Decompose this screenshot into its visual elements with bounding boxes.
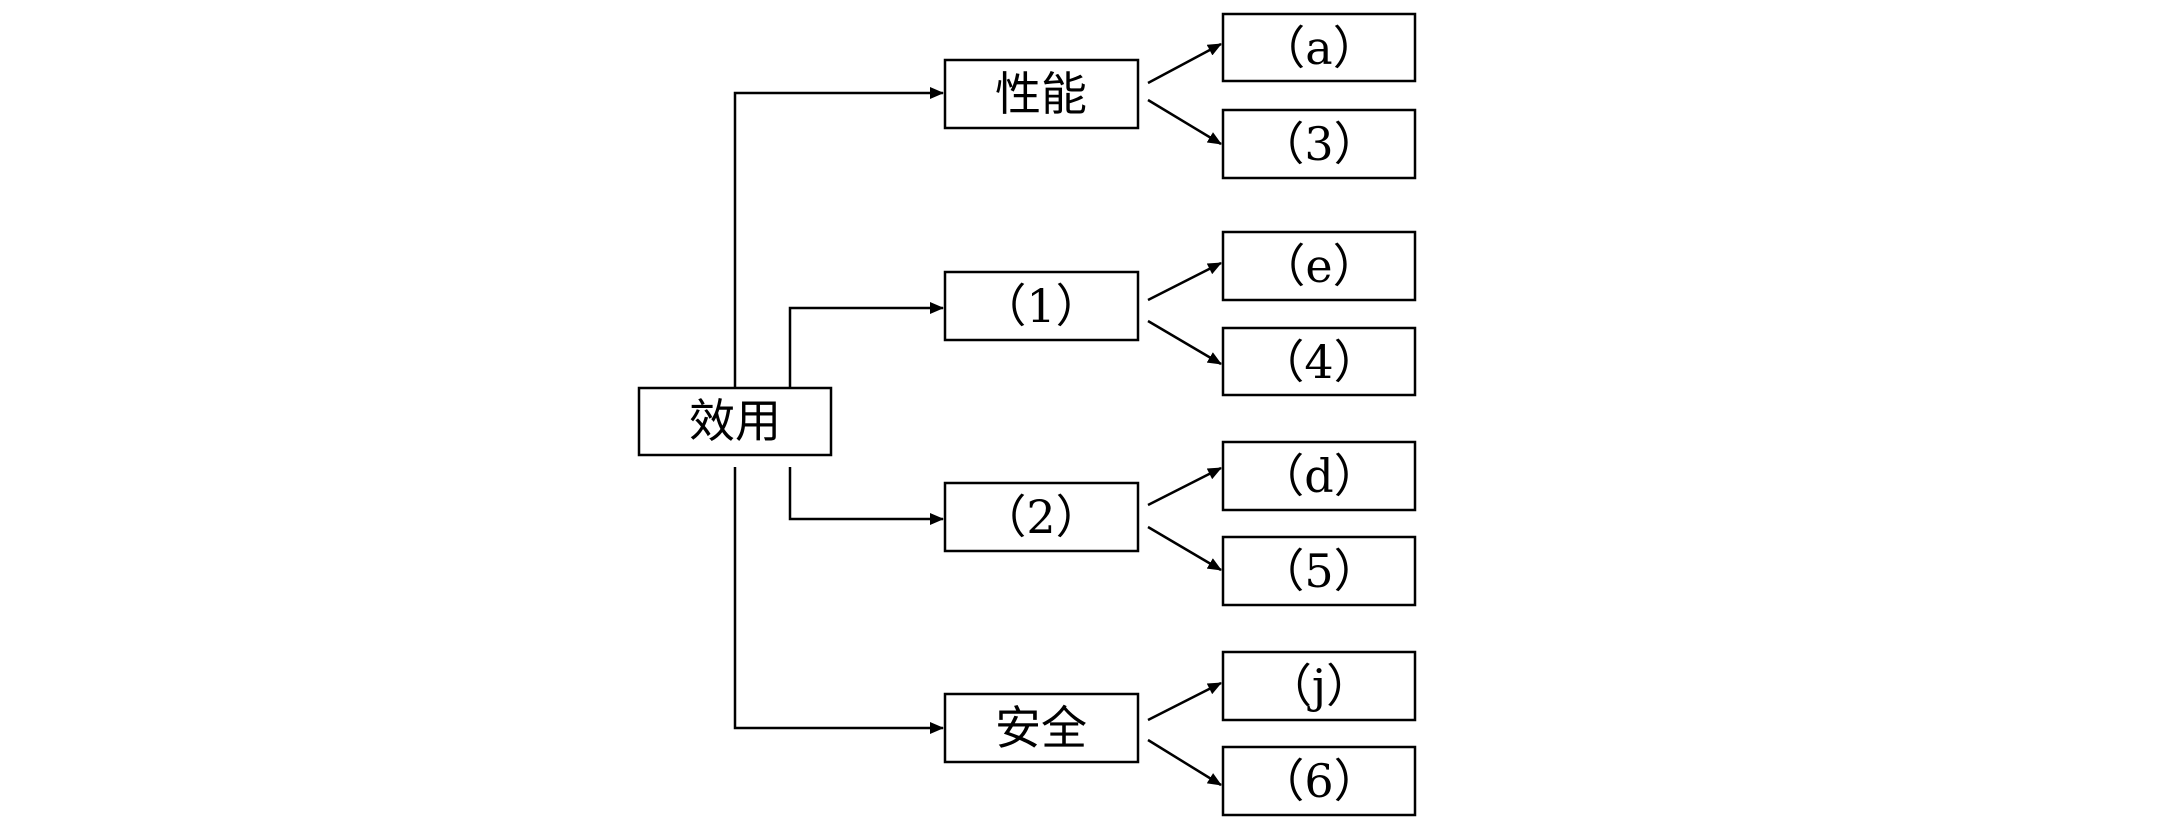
arrow-branch-1-to-e [1147,261,1222,302]
leaf-node-3: （3） [1221,108,1417,180]
leaf-node-5: （5） [1221,535,1417,607]
arrow-security-to-6 [1147,738,1222,787]
branch-node-1: （1） [943,270,1140,342]
branch-node-performance: 性能 [943,58,1140,130]
leaf-node-label: （5） [1258,544,1379,598]
leaf-node-label: （e） [1259,239,1378,293]
arrow-branch-1-to-4 [1147,319,1222,366]
arrow-security-to-j [1147,681,1222,722]
connector-root-to-security [733,467,944,734]
leaf-node-label: （6） [1258,754,1379,808]
root-node: 效用 [637,386,833,457]
connector-root-to-performance [733,87,944,388]
arrow-branch-2-to-5 [1147,525,1222,572]
branch-node-label: 安全 [995,701,1087,755]
leaf-node-label: （4） [1258,335,1379,389]
connector-root-to-branch-1 [788,302,944,388]
branch-node-security: 安全 [943,692,1140,764]
root-node-label: 效用 [689,394,781,448]
leaf-node-label: （d） [1258,449,1379,503]
leaf-node-j: （j） [1221,650,1417,722]
branch-node-label: （1） [980,279,1101,333]
connector-root-to-branch-2 [788,467,944,525]
branch-node-label: 性能 [995,67,1087,121]
leaf-node-4: （4） [1221,326,1417,397]
leaf-node-d: （d） [1221,440,1417,512]
leaf-node-e: （e） [1221,230,1417,302]
leaf-node-label: （j） [1266,659,1372,713]
arrow-performance-to-a [1147,42,1222,85]
leaf-node-label: （3） [1258,117,1379,171]
branch-node-label: （2） [980,490,1101,544]
leaf-node-a: （a） [1221,12,1417,83]
arrow-branch-2-to-d [1147,466,1222,507]
leaf-node-6: （6） [1221,745,1417,817]
branch-node-2: （2） [943,481,1140,553]
arrow-performance-to-3 [1147,98,1222,146]
leaf-node-label: （a） [1259,21,1378,75]
